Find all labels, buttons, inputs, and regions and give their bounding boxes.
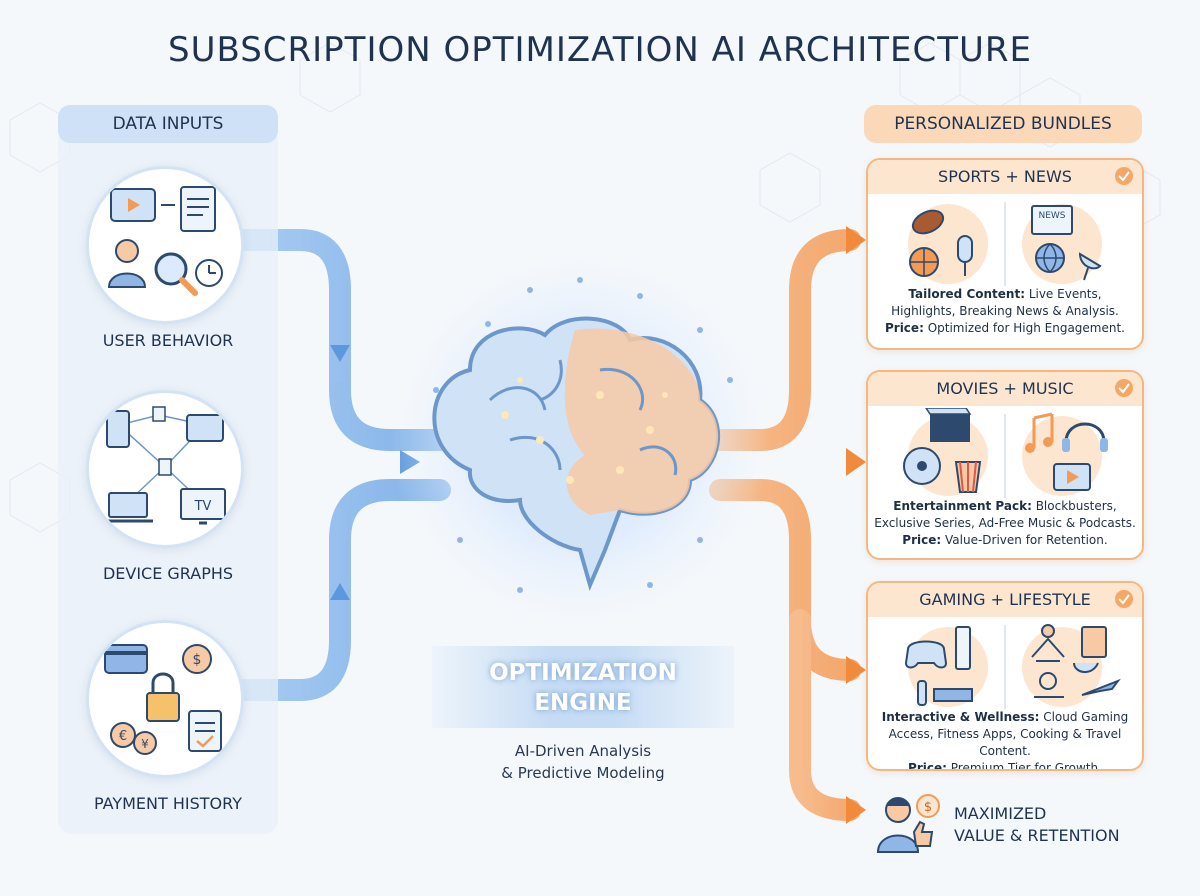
bundle-price-text: Optimized for High Engagement. [923,321,1125,335]
engine-subtitle-line2: & Predictive Modeling [501,764,665,782]
bundle-title: GAMING + LIFESTYLE [868,583,1142,617]
bundle-title: MOVIES + MUSIC [868,372,1142,406]
bundle-card-movies-music: MOVIES + MUSIC Entertainment Pack: Block… [866,370,1144,560]
bundle-title: SPORTS + NEWS [868,160,1142,194]
check-icon [1115,379,1133,397]
device-graph-icon: TV [86,390,244,548]
bundle-price-text: Premium Tier for Growth. [946,761,1102,771]
input-label-payment-history: PAYMENT HISTORY [94,794,242,813]
bundle-content-label: Interactive & Wellness: [881,710,1040,724]
bundle-price-label: Price: [902,533,942,547]
bundle-content-line1: Blockbusters, [1031,499,1117,513]
brain-sparkles [433,277,733,593]
svg-text:¥: ¥ [141,737,149,751]
result-line2: VALUE & RETENTION [954,826,1120,845]
bundle-content-line1: Cloud Gaming [1039,710,1129,724]
engine-title-line2: ENGINE [534,690,632,716]
sports-news-icons: NEWS [908,202,1102,286]
gaming-lifestyle-icons [904,624,1121,709]
data-inputs-header: DATA INPUTS [58,105,278,143]
bundle-card-sports-news: SPORTS + NEWS NEWS Tailored Content: Liv… [866,158,1144,350]
result-label: MAXIMIZED VALUE & RETENTION [954,803,1174,847]
movies-music-icons [903,408,1108,498]
svg-text:€: € [119,729,127,744]
result-line1: MAXIMIZED [954,804,1047,823]
input-label-user-behavior: USER BEHAVIOR [102,331,234,350]
bundle-content-label: Entertainment Pack: [893,499,1032,513]
check-icon [1115,167,1133,185]
svg-text:$: $ [193,652,202,668]
bundle-price-label: Price: [884,321,924,335]
bundles-header: PERSONALIZED BUNDLES [864,105,1142,143]
output-flow-lines [709,229,861,821]
bundle-content-line1: Live Events, [1025,287,1102,301]
bundle-content-line2: Access, Fitness Apps, Cooking & Travel C… [888,727,1122,758]
tv-sign: TV [194,499,212,514]
check-icon [1115,590,1133,608]
output-flow-arrows [846,226,866,824]
user-behavior-icon [86,166,244,324]
news-sign: NEWS [1038,211,1065,221]
input-label-device-graphs: DEVICE GRAPHS [102,564,234,583]
engine-subtitle: AI-Driven Analysis & Predictive Modeling [432,740,734,784]
bundle-content-line2: Exclusive Series, Ad-Free Music & Podcas… [874,516,1136,530]
bundle-price-label: Price: [908,761,947,771]
engine-subtitle-line1: AI-Driven Analysis [514,742,652,760]
retention-user-icon: $ [876,794,940,853]
svg-text:$: $ [924,800,932,815]
bundle-content-label: Tailored Content: [908,287,1025,301]
brain-icon [432,316,720,591]
bundle-price-text: Value-Driven for Retention. [941,533,1108,547]
payment-history-icon: $ € ¥ [86,620,244,778]
bundle-card-gaming-lifestyle: GAMING + LIFESTYLE Interactive & Wellnes… [866,581,1144,771]
bundle-content-line2: Highlights, Breaking News & Analysis. [891,304,1119,318]
optimization-engine-label: OPTIMIZATION ENGINE [432,646,734,728]
page-title: SUBSCRIPTION OPTIMIZATION AI ARCHITECTUR… [168,30,1032,70]
engine-title-line1: OPTIMIZATION [489,660,677,686]
